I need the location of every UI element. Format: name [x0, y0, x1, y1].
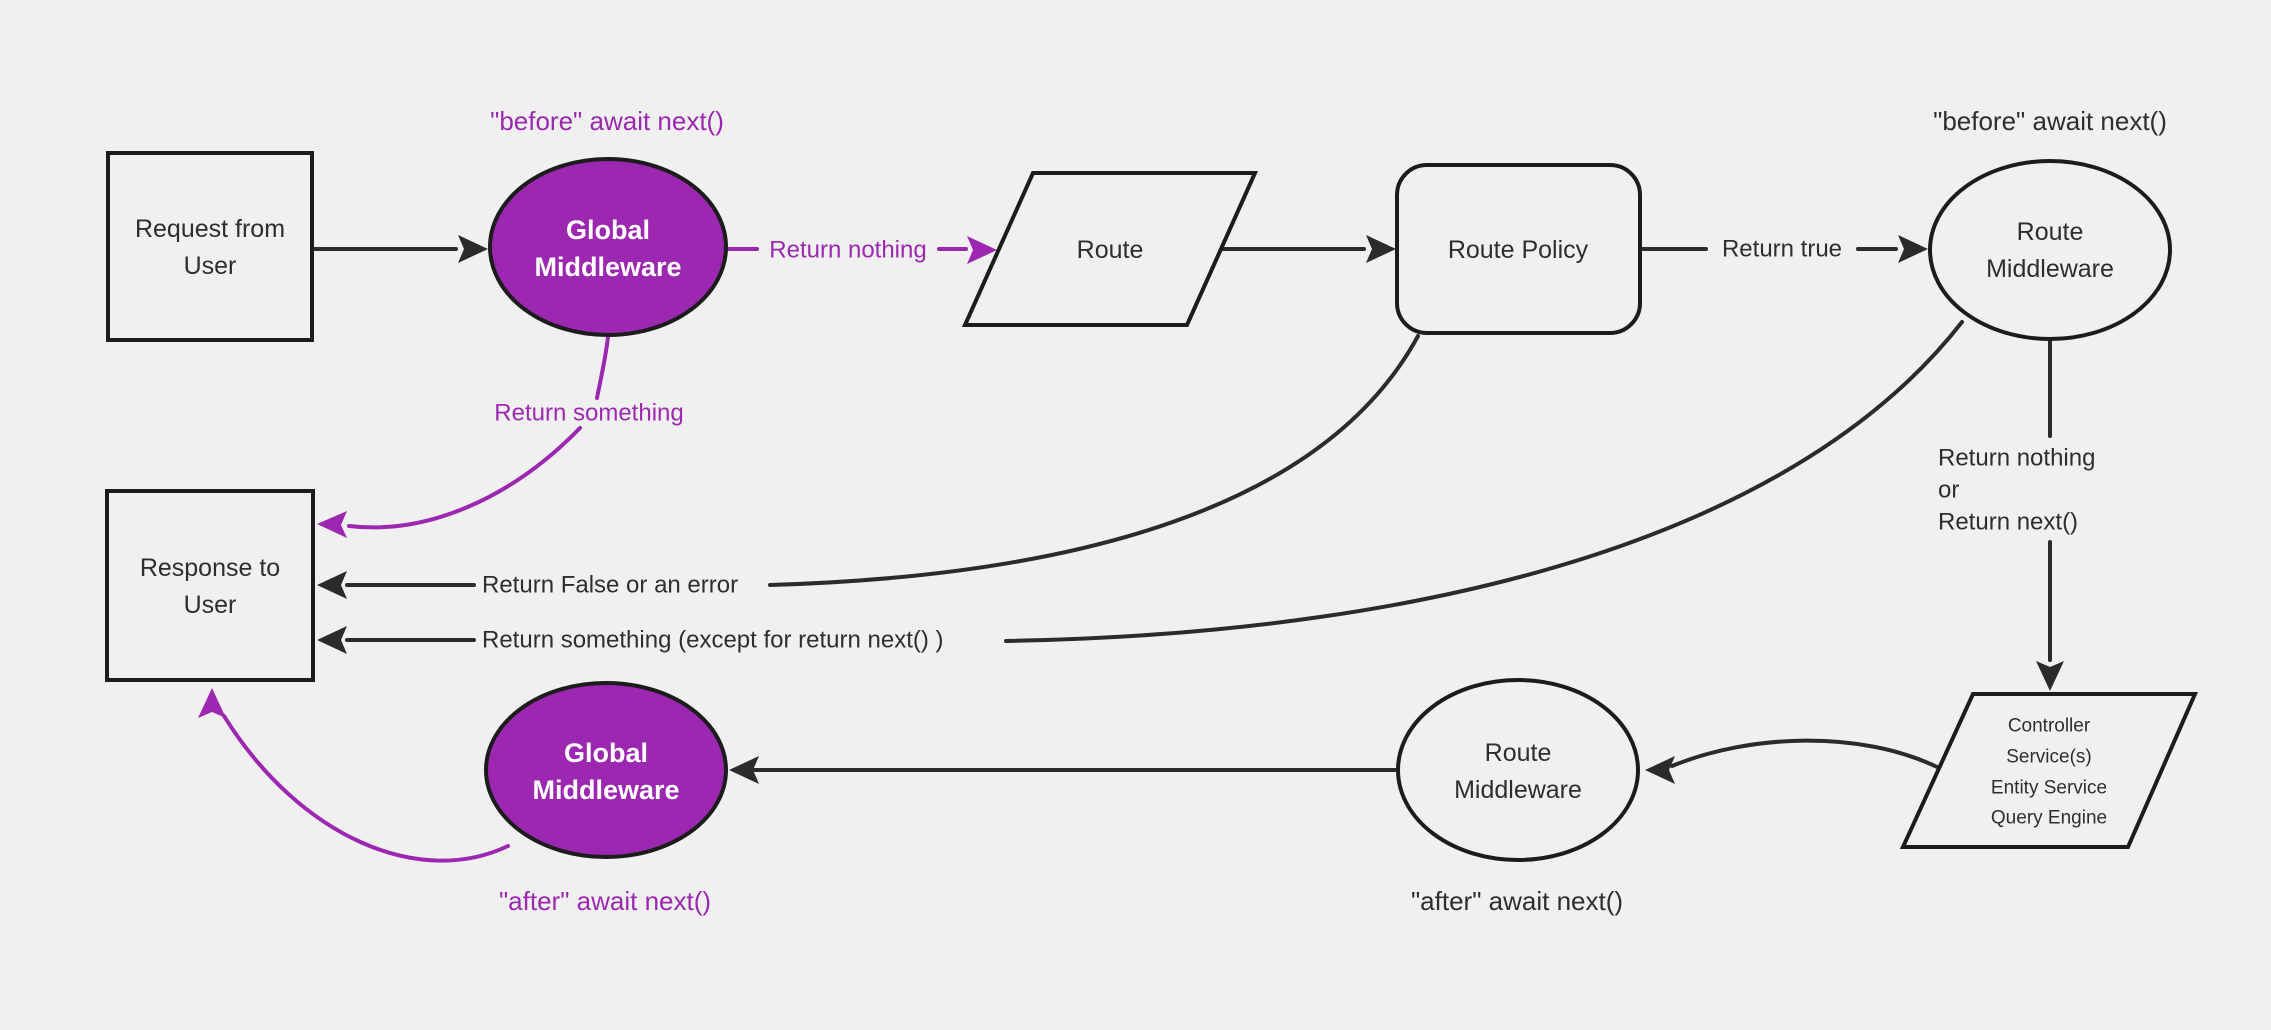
edge-global-middleware-to-response-arrowhead-icon	[198, 688, 226, 718]
edge-controller-to-route-middleware	[1670, 738, 1939, 769]
global-middleware-bottom-label-line2: Middleware	[532, 775, 679, 805]
route-middleware-top-shape	[1928, 159, 2172, 341]
edge-global-middleware-to-response-curve	[222, 714, 510, 863]
label-return-something-except: Return something (except for return next…	[482, 627, 944, 654]
controller-stack-shape	[1899, 692, 2199, 849]
label-return-nothing-or-line3: Return next()	[1938, 509, 2078, 536]
label-return-something: Return something	[494, 400, 683, 427]
node-global-middleware-top: Global Middleware	[488, 157, 728, 337]
controller-stack-label-line2: Service(s)	[2006, 747, 2092, 768]
response-box-label-line2: User	[184, 591, 237, 619]
edge-route-to-route-policy-arrowhead-icon	[1366, 235, 1396, 263]
request-box-shape	[106, 151, 314, 342]
edge-return-false-arrowhead-icon	[317, 571, 347, 599]
edge-return-something-segment-top	[595, 335, 610, 400]
edge-return-something-except-arrowhead-icon	[317, 626, 347, 654]
response-box-label-line1: Response to	[140, 554, 280, 582]
global-middleware-bottom-shape	[484, 681, 728, 859]
edge-route-middleware-to-global-middleware-arrowhead-icon	[729, 756, 759, 784]
global-middleware-top-shape	[488, 157, 728, 337]
route-policy-shape	[1395, 163, 1642, 335]
edge-controller-to-route-middleware-arrowhead-icon	[1645, 756, 1675, 784]
controller-stack-label-line3: Entity Service	[1991, 778, 2107, 799]
node-route-middleware-top: Route Middleware	[1928, 159, 2172, 341]
node-route-middleware-bottom: Route Middleware	[1396, 678, 1640, 862]
route-shape	[961, 171, 1259, 327]
edges	[198, 235, 2064, 863]
label-after-await-global: "after" await next()	[499, 886, 711, 916]
label-return-false-or-error: Return False or an error	[482, 572, 738, 599]
controller-stack-label-line1: Controller	[2008, 716, 2091, 737]
edge-return-nothing-arrowhead-icon	[967, 236, 997, 264]
label-before-await-global: "before" await next()	[490, 106, 724, 136]
node-route: Route	[961, 171, 1259, 327]
node-request-from-user: Request from User	[106, 151, 314, 342]
edge-route-middleware-down-arrowhead-icon	[2036, 661, 2064, 691]
label-after-await-route: "after" await next()	[1411, 886, 1623, 916]
label-before-await-route: "before" await next()	[1933, 106, 2167, 136]
global-middleware-top-label-line1: Global	[566, 215, 650, 245]
request-box-label-line2: User	[184, 252, 237, 280]
label-return-nothing-or-line2: or	[1938, 477, 1959, 504]
label-return-true: Return true	[1722, 236, 1842, 263]
route-label: Route	[1077, 236, 1144, 264]
route-middleware-top-label-line2: Middleware	[1986, 255, 2114, 283]
route-middleware-bottom-label-line1: Route	[1485, 739, 1552, 767]
request-box-label-line1: Request from	[135, 215, 285, 243]
global-middleware-top-label-line2: Middleware	[534, 252, 681, 282]
node-controller-stack: Controller Service(s) Entity Service Que…	[1899, 692, 2199, 849]
labels: "before" await next() "before" await nex…	[482, 106, 2167, 916]
edge-request-to-global-middleware-arrowhead-icon	[458, 235, 488, 263]
node-route-policy: Route Policy	[1395, 163, 1642, 335]
edge-return-something-arrowhead-icon	[317, 511, 347, 538]
edge-return-true-arrowhead-icon	[1898, 235, 1928, 263]
response-box-shape	[105, 489, 315, 682]
route-policy-label: Route Policy	[1448, 236, 1589, 264]
nodes: Request from User Global Middleware Rout…	[105, 151, 2199, 862]
label-return-nothing: Return nothing	[769, 237, 926, 264]
edge-return-something-curve	[347, 426, 582, 530]
edge-return-false-curve	[768, 334, 1420, 587]
label-return-nothing-or-line1: Return nothing	[1938, 445, 2095, 472]
route-middleware-bottom-label-line2: Middleware	[1454, 776, 1582, 804]
controller-stack-label-line4: Query Engine	[1991, 808, 2107, 829]
route-middleware-bottom-shape	[1396, 678, 1640, 862]
route-middleware-top-label-line1: Route	[2017, 218, 2084, 246]
edge-return-something-except-curve	[1004, 320, 1964, 643]
node-global-middleware-bottom: Global Middleware	[484, 681, 728, 859]
global-middleware-bottom-label-line1: Global	[564, 738, 648, 768]
node-response-to-user: Response to User	[105, 489, 315, 682]
